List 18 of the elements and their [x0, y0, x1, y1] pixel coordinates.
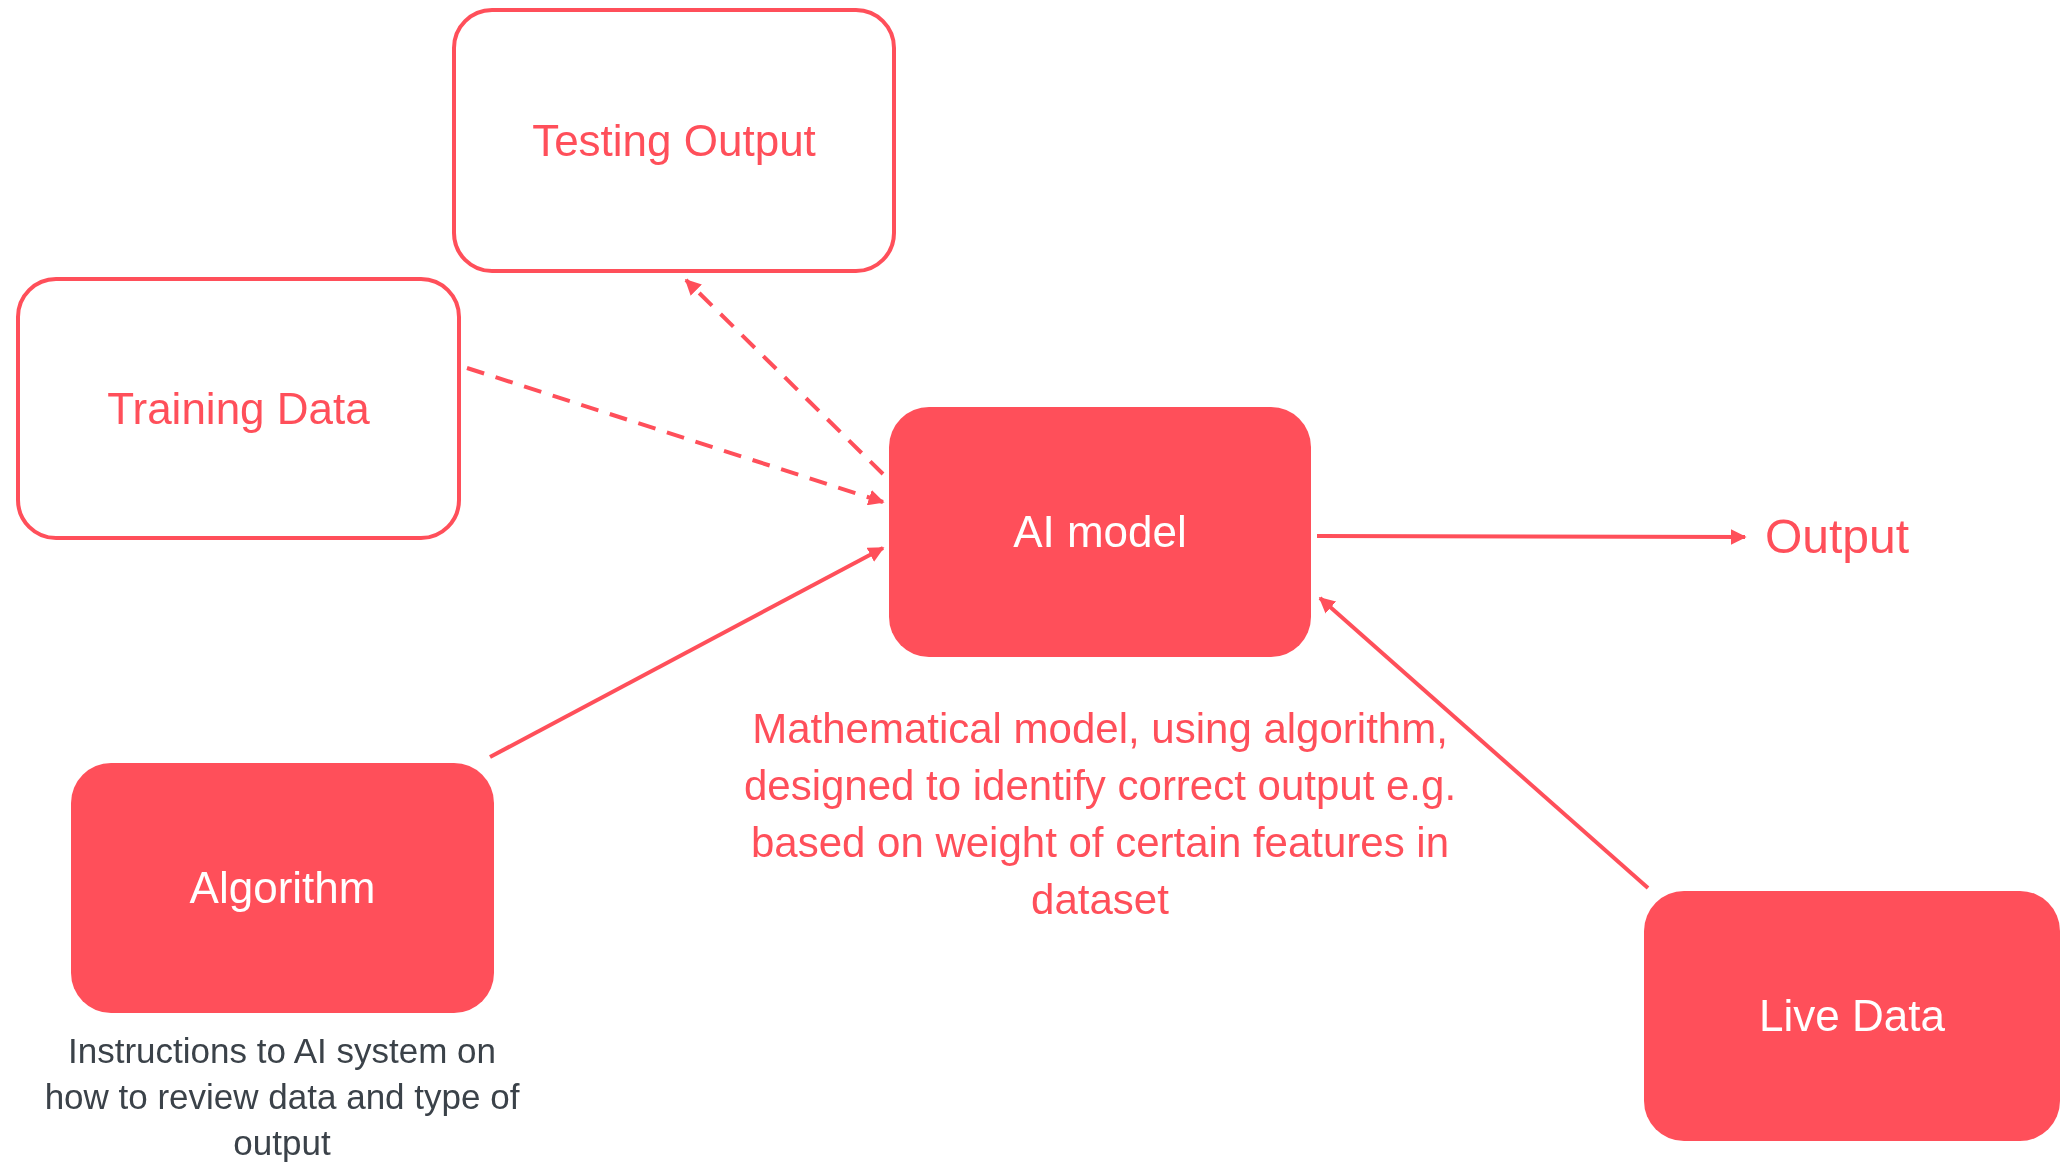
box-label: AI model	[1012, 506, 1188, 558]
box-label: Training Data	[106, 382, 371, 435]
arrow	[1318, 596, 1650, 890]
process-box	[889, 407, 1311, 657]
process-box	[71, 763, 494, 1013]
process-box	[1644, 891, 2060, 1141]
description-text: Instructions to AI system on how to review data and type of output	[43, 1030, 521, 1164]
output-label: Output	[1752, 505, 1922, 569]
process-box	[16, 277, 461, 540]
box-label: Testing Output	[531, 114, 817, 167]
process-box	[452, 8, 896, 273]
arrow	[684, 278, 885, 476]
box-label: Live Data	[1758, 990, 1946, 1042]
arrow	[489, 546, 885, 759]
box-label: Algorithm	[188, 862, 377, 914]
arrow	[1317, 528, 1747, 545]
description-text: Mathematical model, using algorithm, designed to identify correct output e.g. based on weight of certain features in dataset	[742, 704, 1458, 925]
arrow	[466, 366, 885, 506]
